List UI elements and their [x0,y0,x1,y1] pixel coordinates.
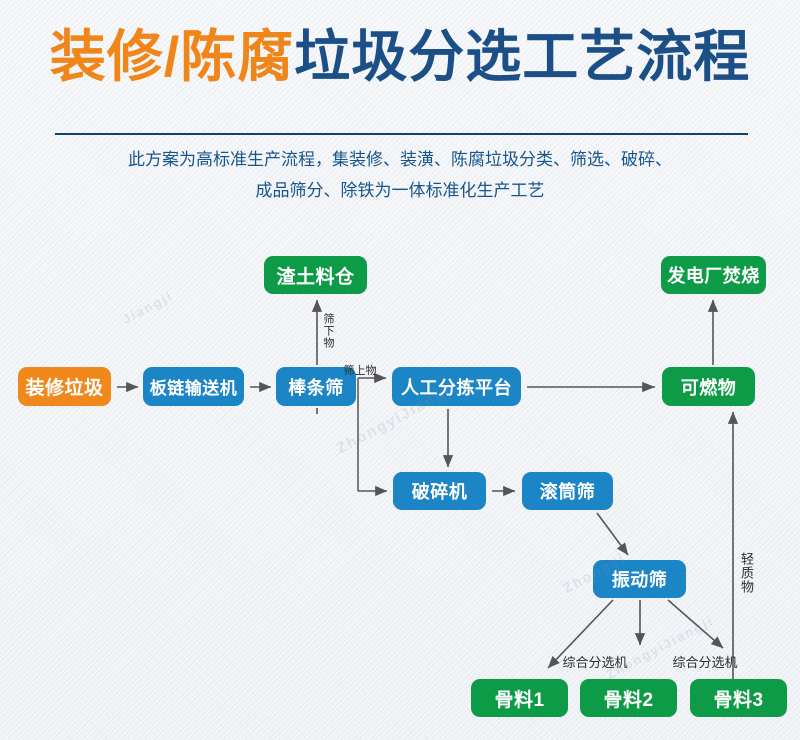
page-header: 装修/陈腐垃圾分选工艺流程 此方案为高标准生产流程，集装修、装潢、陈腐垃圾分类、… [0,0,800,201]
flow-node-vibrating[interactable]: 振动筛 [593,560,686,598]
page-title-blue-segment: 垃圾分选工艺流程 [294,25,751,88]
flow-node-crusher[interactable]: 破碎机 [393,472,486,510]
flow-node-bar-screen[interactable]: 棒条筛 [276,367,356,406]
edge-label-over-screen: 筛上物 [343,365,377,377]
flow-node-chain-conveyor[interactable]: 板链输送机 [143,367,244,406]
flow-node-combustible[interactable]: 可燃物 [662,367,755,406]
flow-node-aggregate-2[interactable]: 骨料2 [580,679,677,717]
flow-node-aggregate-1[interactable]: 骨料1 [471,679,568,717]
edge-label-light-material: 轻质物 [739,552,754,594]
flow-node-trommel[interactable]: 滚筒筛 [522,472,613,510]
flow-node-sorting-platform[interactable]: 人工分拣平台 [392,367,521,406]
page-subtitle-line-1: 此方案为高标准生产流程，集装修、装潢、陈腐垃圾分类、筛选、破碎、 [128,150,672,169]
flow-node-input[interactable]: 装修垃圾 [18,367,111,406]
edge-label-separator-1: 综合分选机 [562,655,628,670]
title-divider [55,133,748,135]
flow-node-incineration[interactable]: 发电厂焚烧 [661,256,766,294]
edge-label-under-screen: 筛下物 [322,313,334,349]
page-title: 装修/陈腐垃圾分选工艺流程 [0,26,800,88]
page-subtitle-line-2: 成品筛分、除铁为一体标准化生产工艺 [255,181,545,201]
flow-node-aggregate-3[interactable]: 骨料3 [690,679,787,717]
page-title-orange-segment: 装修/陈腐 [49,25,295,88]
edge-label-separator-2: 综合分选机 [672,655,738,670]
page-subtitle: 此方案为高标准生产流程，集装修、装潢、陈腐垃圾分类、筛选、破碎、 成品筛分、除铁… [80,144,720,207]
flow-node-slag-silo[interactable]: 渣土料仓 [264,256,367,294]
